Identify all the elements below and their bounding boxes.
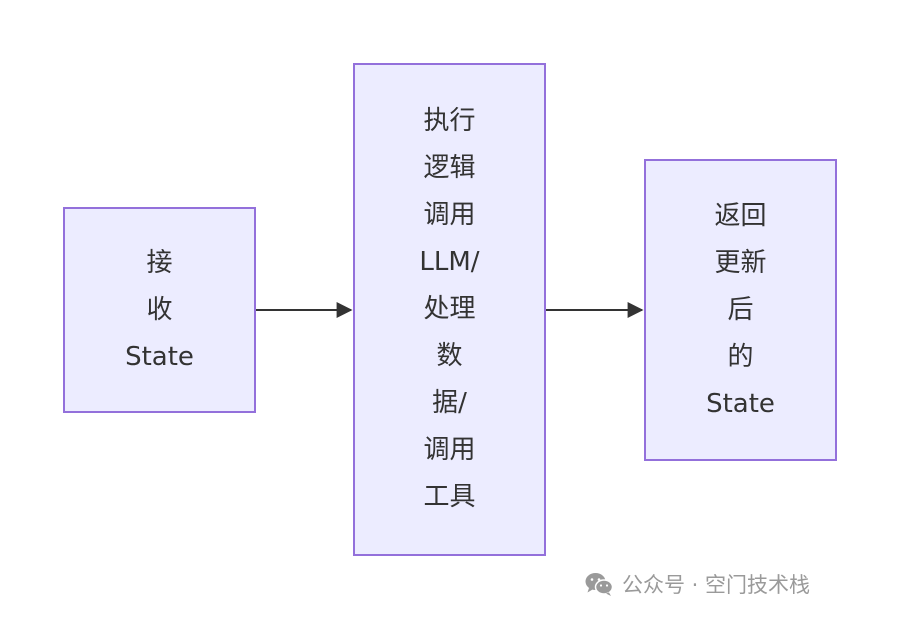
watermark-text: 公众号 · 空门技术栈 (622, 573, 811, 597)
node-execute-line-5: 处理 (423, 294, 476, 324)
node-execute-line-6: 数 (436, 341, 463, 371)
wechat-icon (585, 573, 614, 596)
node-execute-logic: 执行 逻辑 调用 LLM/ 处理 数 据/ 调用 工具 (353, 63, 546, 556)
node-execute-line-9: 工具 (423, 482, 476, 512)
watermark: 公众号 · 空门技术栈 (584, 566, 810, 602)
node-receive-line-2: 收 (146, 294, 173, 325)
node-execute-line-3: 调用 (423, 200, 476, 230)
node-return-line-4: 的 (727, 341, 754, 372)
node-receive-line-3: State (125, 341, 194, 372)
node-execute-line-8: 调用 (423, 435, 476, 465)
node-execute-line-2: 逻辑 (423, 153, 476, 183)
node-return-line-1: 返回 (714, 200, 767, 231)
node-execute-line-1: 执行 (423, 106, 476, 136)
node-execute-line-4: LLM/ (419, 247, 480, 277)
node-execute-line-7: 据/ (432, 388, 467, 418)
node-return-line-2: 更新 (714, 247, 767, 278)
node-receive-line-1: 接 (146, 247, 173, 278)
node-return-state: 返回 更新 后 的 State (644, 159, 837, 461)
node-return-line-5: State (706, 388, 775, 419)
node-return-line-3: 后 (727, 294, 754, 325)
node-receive-state: 接 收 State (63, 207, 256, 413)
